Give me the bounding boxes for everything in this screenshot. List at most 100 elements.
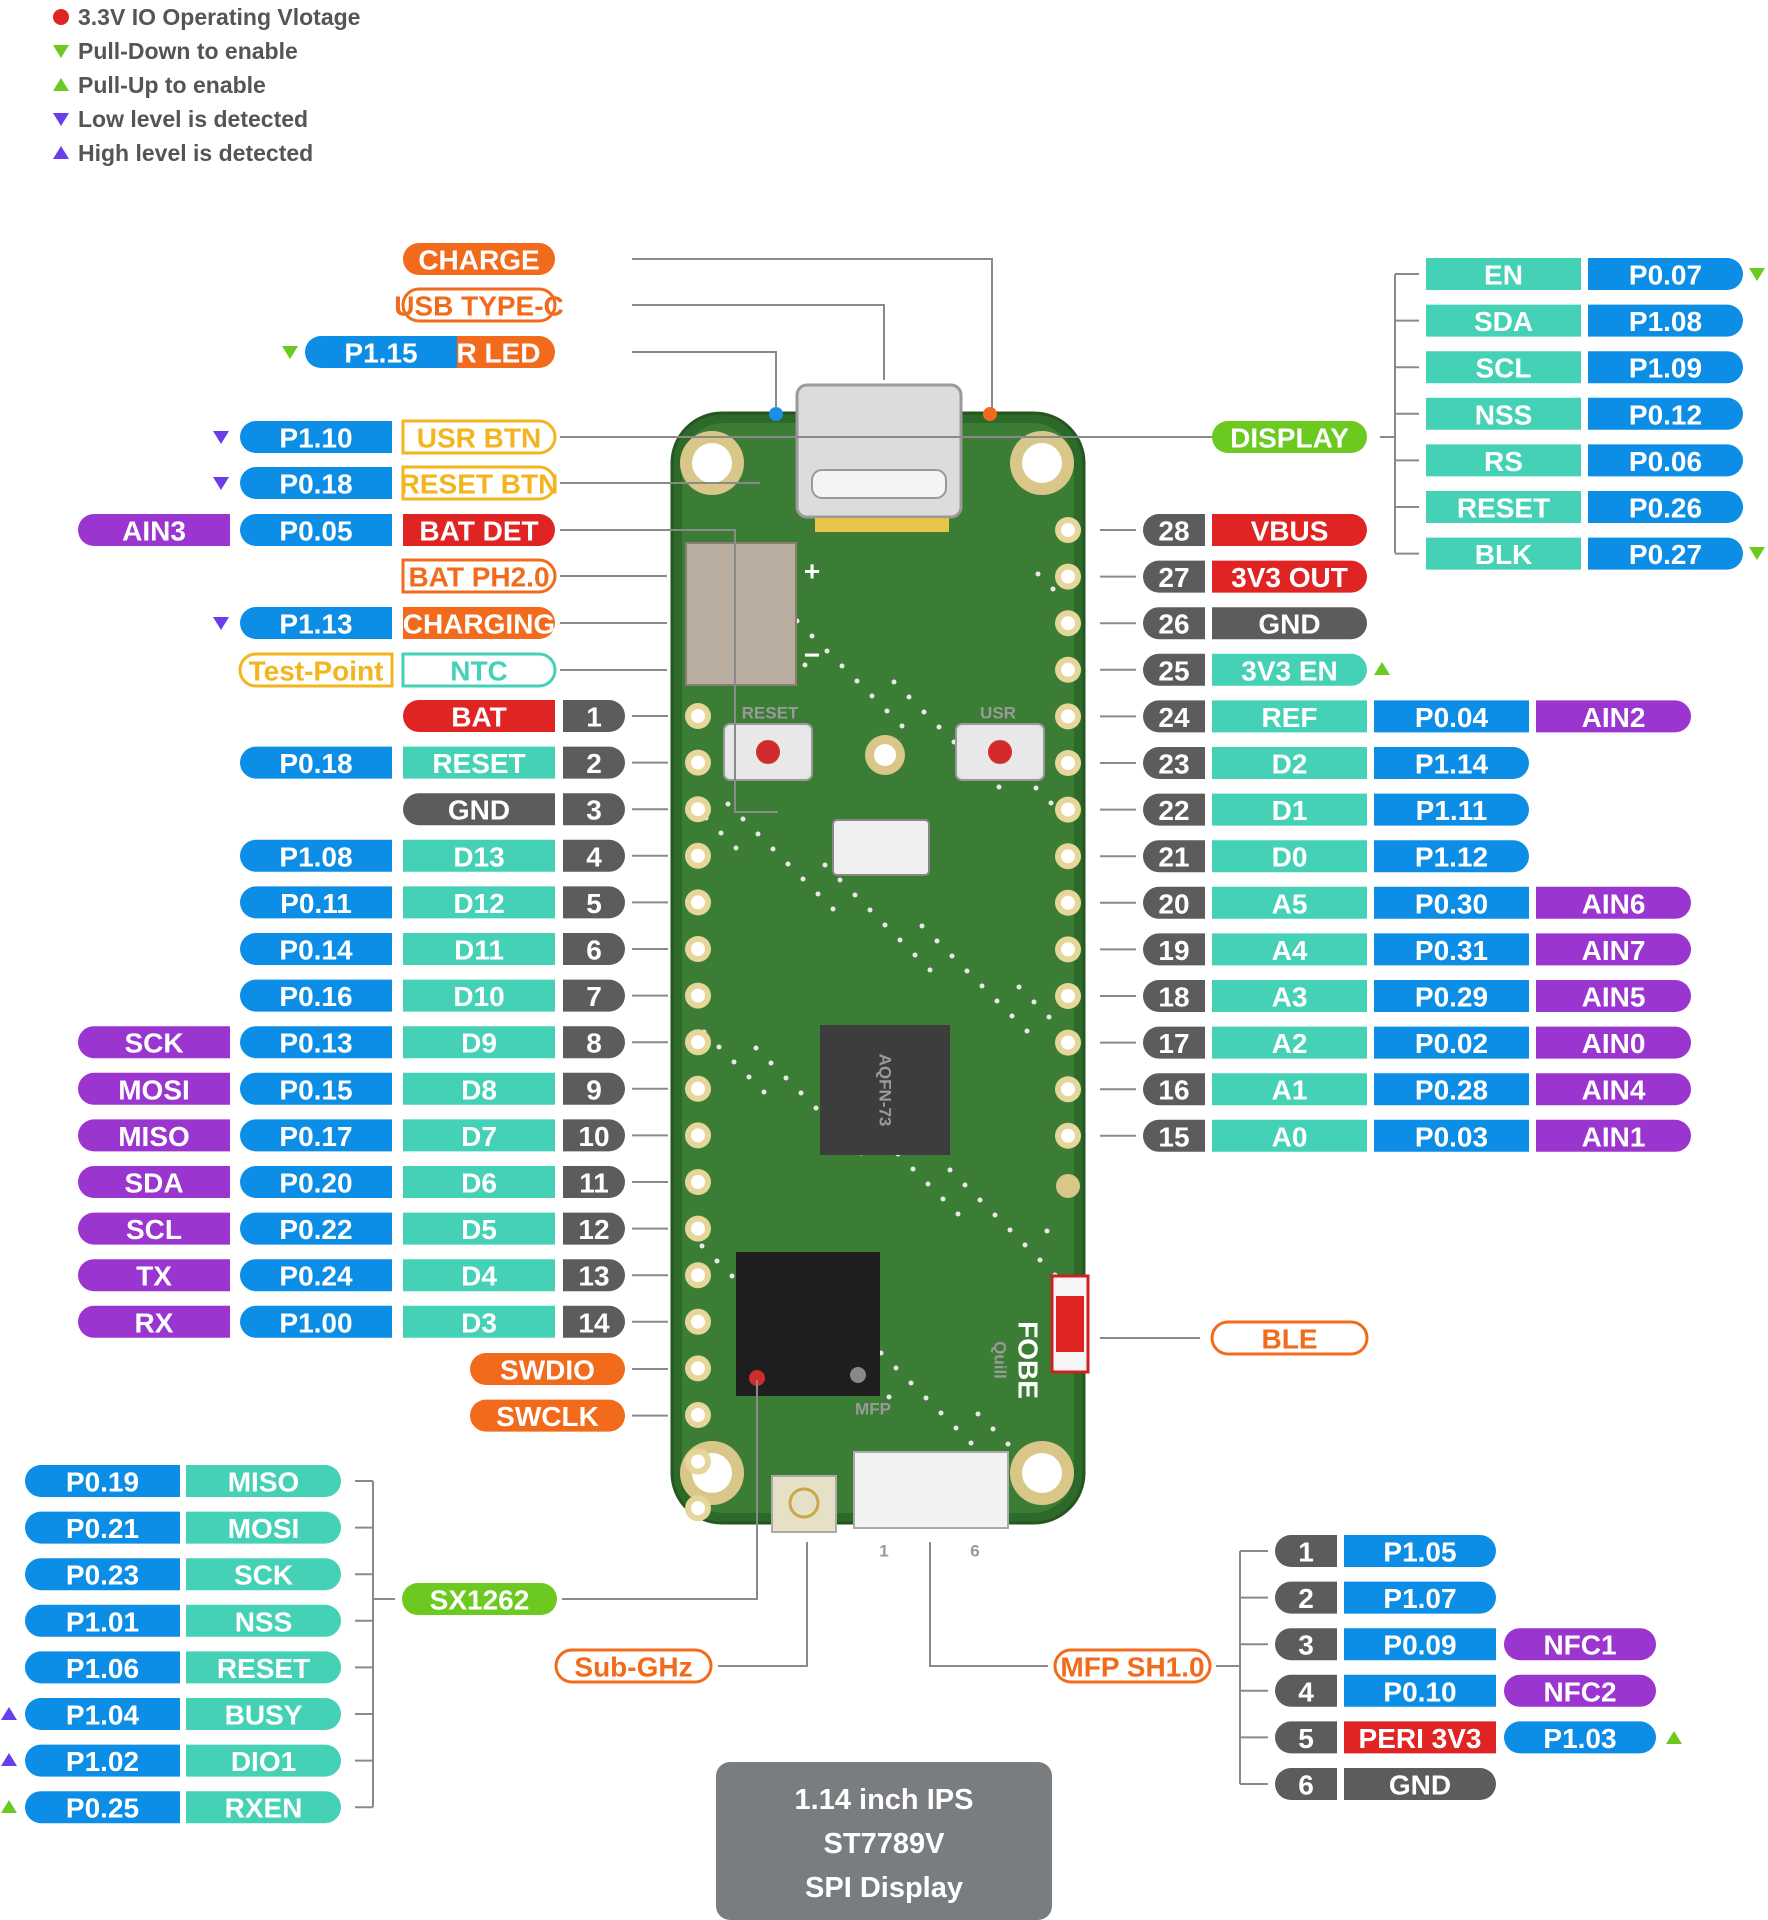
pin-function: D4	[403, 1259, 555, 1292]
lora-pin-name: RXEN	[186, 1791, 341, 1824]
header-hole	[1061, 895, 1075, 910]
pin-label-text: P0.11	[280, 888, 352, 919]
via	[979, 983, 985, 989]
charge-leader	[632, 258, 993, 408]
pin-gpio: P0.31	[1374, 933, 1529, 966]
pin-label-text: 3	[586, 795, 602, 826]
pin-label-text: BAT PH2.0	[408, 562, 549, 593]
green-up-icon	[53, 78, 69, 91]
via	[1037, 1257, 1043, 1263]
pin-label-text: D8	[461, 1074, 497, 1105]
header-hole	[1061, 756, 1075, 770]
pin-label-text: P1.06	[66, 1653, 139, 1684]
via	[839, 663, 845, 669]
via	[1031, 999, 1037, 1005]
pin-gpio: P0.30	[1374, 886, 1529, 919]
pin-label-text: 23	[1158, 749, 1189, 780]
pin-label-text: P1.04	[66, 1700, 140, 1731]
pin-label-text: AIN7	[1582, 935, 1646, 966]
pin-number: 16	[1143, 1073, 1205, 1106]
pin-label-text: A1	[1272, 1075, 1308, 1106]
lora-pin-gpio: P0.25	[25, 1791, 180, 1824]
pin-alt: MOSI	[78, 1072, 230, 1105]
pin-function: D13	[403, 839, 555, 872]
pin-function: D12	[403, 886, 555, 919]
usb-pads	[815, 518, 949, 532]
gpio-label: P0.18	[240, 467, 392, 500]
mfp-pin-number: 5	[1275, 1721, 1337, 1754]
via	[925, 1181, 931, 1187]
pin-label-text: P0.06	[1629, 446, 1702, 477]
pin-function: BAT	[403, 700, 555, 733]
pin-label-text: USR BTN	[417, 423, 541, 454]
pin-gpio: P1.11	[1374, 793, 1529, 826]
via	[919, 923, 925, 929]
via	[975, 1411, 981, 1417]
via	[800, 876, 806, 882]
header-hole	[691, 848, 705, 863]
pin-label-text: P1.00	[279, 1307, 352, 1338]
via	[940, 1196, 946, 1202]
header-hole	[1061, 1082, 1075, 1097]
display-pin-name: SDA	[1426, 304, 1581, 337]
pin-gpio: P0.29	[1374, 980, 1529, 1013]
ain-label: AIN3	[78, 514, 230, 547]
pin-function: D9	[403, 1026, 555, 1059]
via	[1044, 1228, 1050, 1234]
pin-function: REF	[1212, 700, 1367, 733]
pin-label-text: P0.12	[1629, 399, 1702, 430]
pcb-surface	[682, 423, 1074, 1513]
via	[1048, 800, 1054, 806]
via	[755, 831, 761, 837]
via	[906, 694, 912, 700]
pin-label-text: 24	[1158, 702, 1190, 733]
pull-down-icon	[1749, 268, 1765, 281]
pin-gpio: P0.20	[240, 1166, 392, 1199]
header-hole	[691, 988, 705, 1003]
pin-label-text: D4	[461, 1261, 497, 1292]
peripheral-label: CHARGE	[403, 243, 555, 276]
pin-label-text: P0.30	[1415, 888, 1488, 919]
pin-label-text: PERI 3V3	[1359, 1723, 1482, 1754]
pin-number: 3	[563, 793, 625, 826]
header-hole	[691, 942, 705, 956]
via	[882, 922, 888, 928]
pin-label-text: AIN1	[1582, 1121, 1646, 1152]
pin-function: D0	[1212, 840, 1367, 873]
pin-label-text: RESET	[217, 1653, 310, 1684]
pin-label-text: RESET BTN	[400, 469, 559, 500]
pin-gpio: P1.00	[240, 1305, 392, 1338]
via	[1005, 1441, 1011, 1447]
via	[977, 1197, 983, 1203]
display-pin-gpio: P1.08	[1588, 304, 1743, 337]
pin-label-text: BUSY	[225, 1700, 303, 1731]
pin-label-text: 2	[586, 748, 602, 779]
via	[716, 1044, 722, 1050]
pin-label-text: P0.04	[1415, 702, 1489, 733]
usb-c-port	[811, 469, 947, 499]
mfp-pin-number: 2	[1275, 1581, 1337, 1614]
via	[910, 1166, 916, 1172]
pin-label-text: AIN0	[1582, 1028, 1646, 1059]
display-pin-gpio: P0.12	[1588, 397, 1743, 430]
pin-gpio: P0.04	[1374, 700, 1529, 733]
pin-label-text: NSS	[1475, 399, 1533, 430]
pin-label-text: MOSI	[228, 1513, 300, 1544]
pin-function: D8	[403, 1072, 555, 1105]
pin-label-text: P0.20	[279, 1168, 352, 1199]
pin-number: 14	[563, 1305, 625, 1338]
pin-number: 10	[563, 1119, 625, 1152]
usb-leader	[632, 304, 885, 380]
pin-label-text: 18	[1158, 982, 1189, 1013]
pin-label-text: D13	[453, 841, 504, 872]
pin-label-text: P1.15	[344, 338, 417, 369]
via	[718, 830, 724, 836]
pcb-board	[670, 383, 1090, 1533]
pin-alt: AIN6	[1536, 886, 1691, 919]
pin-function: D5	[403, 1212, 555, 1245]
pin-label-text: P0.16	[279, 981, 352, 1012]
pin-number: 27	[1143, 560, 1205, 593]
via	[947, 1167, 953, 1173]
via	[854, 678, 860, 684]
header-hole	[691, 1361, 705, 1376]
